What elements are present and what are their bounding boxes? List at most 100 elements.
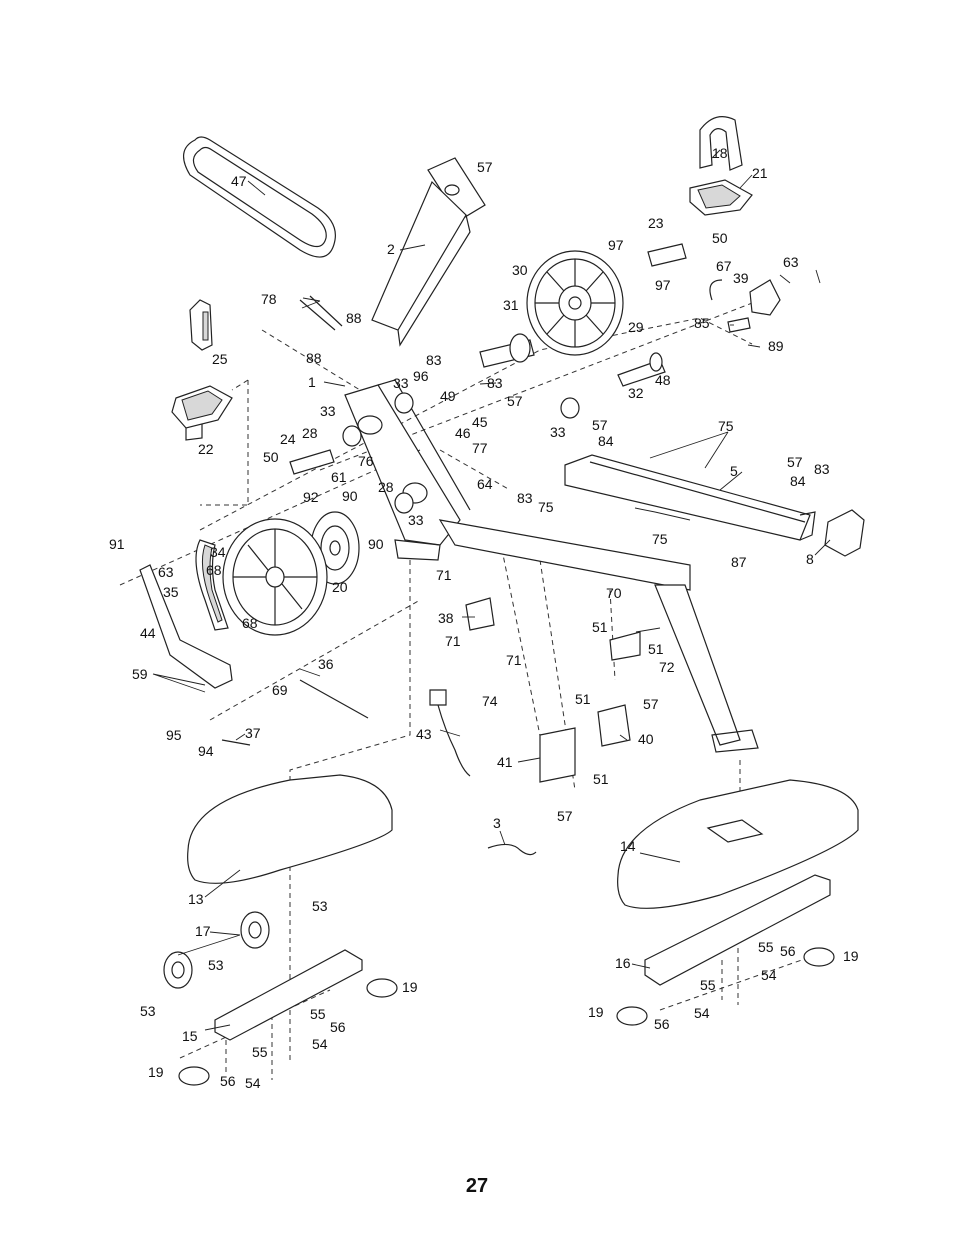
leveling-feet (178, 947, 835, 1086)
callout-36: 36 (318, 656, 334, 672)
callout-84b: 84 (790, 473, 806, 489)
callout-43: 43 (416, 726, 432, 742)
callout-96: 96 (413, 368, 429, 384)
callout-23: 23 (648, 215, 664, 231)
callout-24: 24 (280, 431, 296, 447)
callout-22: 22 (198, 441, 214, 457)
callout-29: 29 (628, 319, 644, 335)
callout-56b: 56 (220, 1073, 236, 1089)
callout-75b: 75 (538, 499, 554, 515)
callout-5: 5 (730, 463, 738, 479)
rear-stabilizer (644, 874, 831, 986)
callout-3: 3 (493, 815, 501, 831)
rear-cover-opening (706, 819, 764, 843)
callout-83a: 83 (426, 352, 442, 368)
callout-33c: 33 (550, 424, 566, 440)
callout-75c: 75 (652, 531, 668, 547)
small-parts (221, 243, 781, 856)
left-pedal-strap (189, 299, 213, 351)
callout-39: 39 (733, 270, 749, 286)
callout-97a: 97 (608, 237, 624, 253)
transport-wheels (163, 911, 270, 989)
callout-77: 77 (472, 440, 488, 456)
callout-87: 87 (731, 554, 747, 570)
callout-56a: 56 (330, 1019, 346, 1035)
callout-71b: 71 (445, 633, 461, 649)
callout-90a: 90 (342, 488, 358, 504)
callout-74: 74 (482, 693, 498, 709)
callout-28b: 28 (378, 479, 394, 495)
callout-97b: 97 (655, 277, 671, 293)
callout-59: 59 (132, 666, 148, 682)
lever-arm (139, 564, 233, 689)
callout-88b: 88 (306, 350, 322, 366)
rail-end-cap (824, 509, 865, 557)
leader-lines (152, 149, 831, 1031)
crank-arm-shade (201, 544, 223, 623)
callout-90b: 90 (368, 536, 384, 552)
callout-21: 21 (752, 165, 768, 181)
callout-88a: 88 (346, 310, 362, 326)
callout-70: 70 (606, 585, 622, 601)
callout-13: 13 (188, 891, 204, 907)
callout-89: 89 (768, 338, 784, 354)
drive-belt (183, 136, 336, 258)
callout-83b: 83 (487, 375, 503, 391)
right-pedal-strap (699, 116, 743, 171)
callout-35: 35 (163, 584, 179, 600)
callout-50b: 50 (263, 449, 279, 465)
callout-69: 69 (272, 682, 288, 698)
callout-54d: 54 (694, 1005, 710, 1021)
callout-53c: 53 (140, 1003, 156, 1019)
callout-31: 31 (503, 297, 519, 313)
rear-stabilizer-cover (617, 779, 859, 909)
callout-41: 41 (497, 754, 513, 770)
crank-wheel (222, 518, 328, 636)
callout-2: 2 (387, 241, 395, 257)
callout-55d: 55 (700, 977, 716, 993)
callout-40: 40 (638, 731, 654, 747)
callout-53b: 53 (208, 957, 224, 973)
callout-19d: 19 (843, 948, 859, 964)
callout-83c: 83 (517, 490, 533, 506)
callout-8: 8 (806, 551, 814, 567)
callout-55c: 55 (758, 939, 774, 955)
callout-44: 44 (140, 625, 156, 641)
callout-labels: 1 2 3 5 8 13 14 15 16 17 18 19 19 19 19 … (109, 145, 859, 1091)
callout-68a: 68 (206, 562, 222, 578)
callout-25: 25 (212, 351, 228, 367)
callout-18: 18 (712, 145, 728, 161)
callout-49: 49 (440, 388, 456, 404)
front-stabilizer-cover (187, 774, 393, 884)
callout-57f: 57 (557, 808, 573, 824)
callout-63b: 63 (158, 564, 174, 580)
callout-57b: 57 (507, 393, 523, 409)
callout-53a: 53 (312, 898, 328, 914)
callout-33d: 33 (408, 512, 424, 528)
callout-71c: 71 (506, 652, 522, 668)
callout-54a: 54 (312, 1036, 328, 1052)
callout-63a: 63 (783, 254, 799, 270)
left-pedal (171, 385, 233, 441)
callout-19a: 19 (402, 979, 418, 995)
callout-57d: 57 (787, 454, 803, 470)
flywheel (526, 250, 624, 356)
callout-68b: 68 (242, 615, 258, 631)
callout-14: 14 (620, 838, 636, 854)
callout-34: 34 (210, 544, 226, 560)
callout-64: 64 (477, 476, 493, 492)
callout-16: 16 (615, 955, 631, 971)
callout-38: 38 (438, 610, 454, 626)
callout-37: 37 (245, 725, 261, 741)
callout-67: 67 (716, 258, 732, 274)
callout-54b: 54 (245, 1075, 261, 1091)
callout-48: 48 (655, 372, 671, 388)
callout-51b: 51 (648, 641, 664, 657)
callout-51c: 51 (575, 691, 591, 707)
callout-51a: 51 (592, 619, 608, 635)
callout-55b: 55 (252, 1044, 268, 1060)
page-number: 27 (465, 1175, 489, 1197)
callout-47: 47 (231, 173, 247, 189)
callout-55a: 55 (310, 1006, 326, 1022)
